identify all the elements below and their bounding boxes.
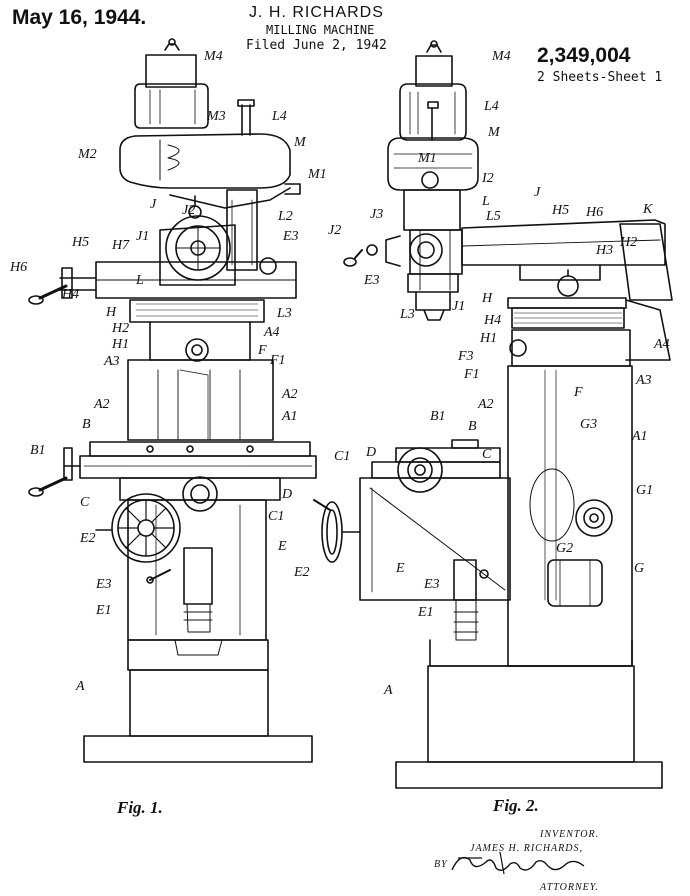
label-fig1-h: H <box>105 305 117 320</box>
label-fig1-m: M <box>293 135 307 150</box>
label-fig1-l2: L2 <box>277 209 293 224</box>
label-fig2-a4: A4 <box>653 337 670 352</box>
label-fig1-a2-left: A2 <box>93 397 110 412</box>
label-fig2-b1: B1 <box>430 409 446 424</box>
label-fig1-d: D <box>281 487 292 502</box>
inventor-name: JAMES H. RICHARDS, <box>470 843 583 854</box>
by-label: BY <box>434 859 448 870</box>
label-fig1-m3: M3 <box>206 109 226 124</box>
label-fig1-j: J <box>150 197 157 212</box>
label-fig2-a2: A2 <box>477 397 494 412</box>
label-fig2-a3: A3 <box>635 373 652 388</box>
label-fig2-j2: J2 <box>328 223 341 238</box>
label-fig2-d: D <box>365 445 376 460</box>
label-fig1-h4: H4 <box>61 287 79 302</box>
label-fig2-m1: M1 <box>417 151 437 166</box>
label-fig1-h5: H5 <box>71 235 89 250</box>
fig1-reference-labels: M4 M3 L4 M2 M M1 J J2 L2 J1 E3 H5 H7 H6 … <box>9 49 327 694</box>
fig1-drawing <box>28 38 317 763</box>
label-fig2-e1: E1 <box>417 605 434 620</box>
label-fig2-h1: H1 <box>479 331 497 346</box>
fig2-reference-labels: M4 L4 M M1 I2 J J2 J3 L L5 H5 H6 K H3 H2… <box>293 49 670 698</box>
label-fig1-a: A <box>75 679 85 694</box>
label-fig2-a1: A1 <box>631 429 648 444</box>
label-fig1-e1: E1 <box>95 603 112 618</box>
label-fig2-l3: L3 <box>399 307 415 322</box>
label-fig1-a3: A3 <box>103 354 120 369</box>
label-fig2-j1: J1 <box>452 299 465 314</box>
label-fig2-e3-lower: E3 <box>423 577 440 592</box>
label-fig2-h4: H4 <box>483 313 501 328</box>
label-fig1-j1: J1 <box>136 229 149 244</box>
label-fig1-e2: E2 <box>79 531 96 546</box>
label-fig2-j3: J3 <box>370 207 383 222</box>
label-fig2-m: M <box>487 125 501 140</box>
label-fig2-f: F <box>573 385 583 400</box>
label-fig2-g: G <box>634 561 644 576</box>
label-fig1-c: C <box>80 495 90 510</box>
label-fig1-b: B <box>82 417 91 432</box>
label-fig1-e3: E3 <box>282 229 299 244</box>
sheet-count: 2 Sheets-Sheet 1 <box>537 70 663 85</box>
label-fig1-l: L <box>135 273 144 288</box>
label-fig1-e3-lower: E3 <box>95 577 112 592</box>
label-fig2-b: B <box>468 419 477 434</box>
patent-date: May 16, 1944. <box>12 6 147 29</box>
label-fig1-l3: L3 <box>276 306 292 321</box>
label-fig2-g3: G3 <box>580 417 597 432</box>
label-fig2-h5: H5 <box>551 203 569 218</box>
label-fig1-m1: M1 <box>307 167 327 182</box>
label-fig2-l: L <box>481 194 490 209</box>
label-fig2-a: A <box>383 683 393 698</box>
label-fig1-m4: M4 <box>203 49 223 64</box>
label-fig1-f: F <box>257 343 267 358</box>
filed-date: Filed June 2, 1942 <box>246 38 387 53</box>
label-fig1-a2-right: A2 <box>281 387 298 402</box>
label-fig2-i2: I2 <box>481 171 494 186</box>
label-fig1-c1: C1 <box>268 509 284 524</box>
label-fig1-h2: H2 <box>111 321 129 336</box>
patent-title: MILLING MACHINE <box>266 23 375 37</box>
label-fig2-g1: G1 <box>636 483 653 498</box>
label-fig2-e3: E3 <box>363 273 380 288</box>
label-fig2-f3: F3 <box>457 349 474 364</box>
label-fig2-c: C <box>482 447 492 462</box>
label-fig2-m4: M4 <box>491 49 511 64</box>
label-fig2-l5: L5 <box>485 209 501 224</box>
fig2-drawing <box>313 40 673 789</box>
label-fig2-f1: F1 <box>463 367 480 382</box>
label-fig2-h: H <box>481 291 493 306</box>
label-fig2-h3: H3 <box>595 243 613 258</box>
attorney-label: ATTORNEY. <box>540 882 599 893</box>
label-fig1-e: E <box>277 539 287 554</box>
label-fig2-e2: E2 <box>293 565 310 580</box>
label-fig2-l4: L4 <box>483 99 499 114</box>
label-fig1-h6: H6 <box>9 260 27 275</box>
inventor-label: INVENTOR. <box>540 829 600 840</box>
patent-number: 2,349,004 <box>537 44 631 67</box>
label-fig1-b1: B1 <box>30 443 46 458</box>
label-fig1-l4: L4 <box>271 109 287 124</box>
label-fig2-c1: C1 <box>334 449 350 464</box>
label-fig1-h1: H1 <box>111 337 129 352</box>
figure-1-caption: Fig. 1. <box>117 798 163 817</box>
label-fig1-a4: A4 <box>263 325 280 340</box>
label-fig1-f1: F1 <box>269 353 286 368</box>
label-fig1-m2: M2 <box>77 147 97 162</box>
label-fig2-h6: H6 <box>585 205 603 220</box>
figure-2-caption: Fig. 2. <box>493 796 539 815</box>
label-fig1-h7: H7 <box>111 238 130 253</box>
label-fig1-a1: A1 <box>281 409 298 424</box>
inventor-header: J. H. RICHARDS <box>249 4 384 21</box>
label-fig2-j: J <box>534 185 541 200</box>
label-fig2-g2: G2 <box>556 541 573 556</box>
label-fig2-h2: H2 <box>619 235 637 250</box>
label-fig1-j2: J2 <box>182 203 195 218</box>
label-fig2-e: E <box>395 561 405 576</box>
label-fig2-k: K <box>642 202 653 217</box>
